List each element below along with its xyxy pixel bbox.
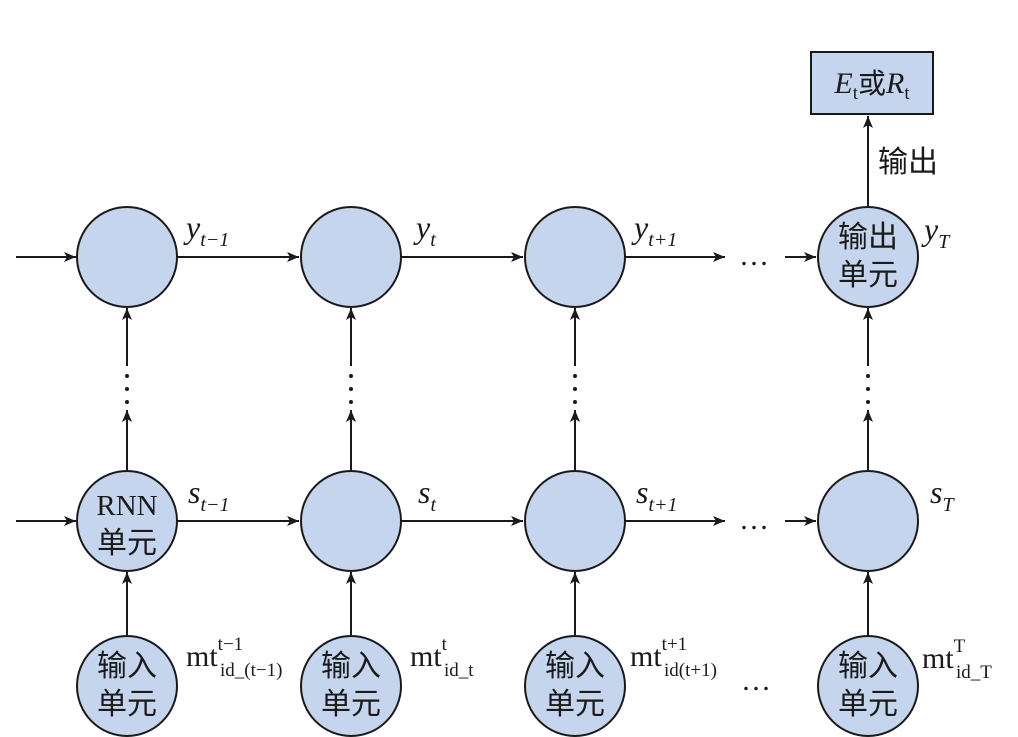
y-label: yt <box>413 209 436 251</box>
input-unit-node <box>524 635 626 737</box>
output-unit-line2: 单元 <box>838 258 898 293</box>
dot <box>866 374 870 378</box>
rnn-unit-line2: 单元 <box>97 526 157 561</box>
s-label: sT <box>930 474 955 516</box>
dot <box>573 387 577 391</box>
input-unit-node <box>300 635 402 737</box>
input-unit-node <box>817 635 919 737</box>
dot <box>573 400 577 404</box>
output-unit-line1: 输出 <box>838 220 898 255</box>
dot <box>349 387 353 391</box>
mid-ellipsis: … <box>739 503 769 536</box>
bottom-ellipsis: … <box>741 664 771 697</box>
dot <box>349 374 353 378</box>
input-unit-line2: 单元 <box>321 687 381 722</box>
input-unit-line1: 输入 <box>321 649 381 684</box>
s-label: st <box>418 474 436 516</box>
input-unit-line2: 单元 <box>97 687 157 722</box>
hidden-node <box>76 206 178 308</box>
state-node <box>817 470 919 572</box>
s-label: st−1 <box>188 474 230 516</box>
dot <box>866 400 870 404</box>
hidden-node <box>300 206 402 308</box>
output-box-label: Et或Rt <box>833 67 910 104</box>
rnn-unit-node <box>76 470 178 572</box>
state-node <box>524 470 626 572</box>
s-label: st+1 <box>636 474 678 516</box>
hidden-node <box>524 206 626 308</box>
top-ellipsis: … <box>739 239 769 272</box>
y-label: yt−1 <box>183 209 229 251</box>
dot <box>349 400 353 404</box>
dot <box>866 387 870 391</box>
dot <box>125 387 129 391</box>
input-unit-line1: 输入 <box>838 649 898 684</box>
output-unit-node <box>817 206 919 308</box>
dot <box>125 374 129 378</box>
y-label: yT <box>921 211 951 253</box>
output-label: 输出 <box>878 145 938 180</box>
input-unit-line1: 输入 <box>97 649 157 684</box>
dot <box>573 374 577 378</box>
input-unit-line1: 输入 <box>545 649 605 684</box>
y-label: yt+1 <box>631 209 677 251</box>
input-unit-line2: 单元 <box>838 687 898 722</box>
dot <box>125 400 129 404</box>
rnn-unit-line1: RNN <box>96 490 157 522</box>
output-box <box>810 51 934 115</box>
input-unit-line2: 单元 <box>545 687 605 722</box>
state-node <box>300 470 402 572</box>
input-unit-node <box>76 635 178 737</box>
